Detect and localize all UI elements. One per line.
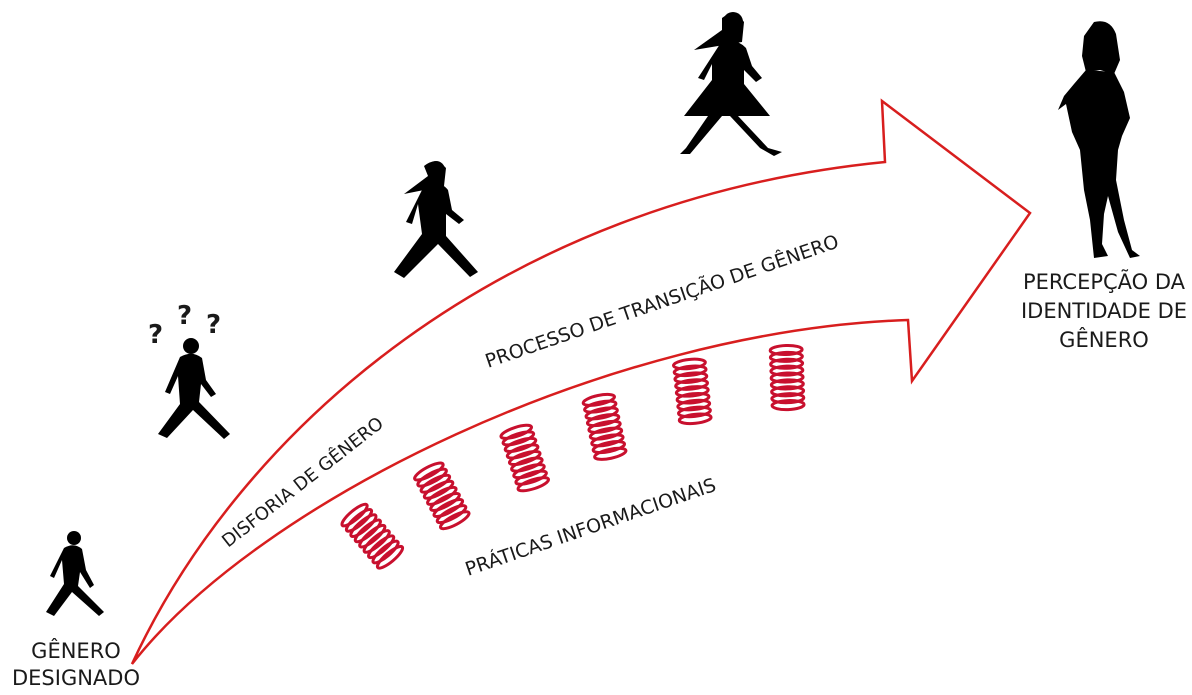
woman-walking-figure: [680, 12, 782, 156]
practices-label: PRÁTICAS INFORMACIONAIS: [462, 473, 719, 581]
question-mark-2: ?: [177, 301, 192, 331]
start-label: GÊNERO DESIGNADO: [10, 638, 142, 692]
spring-5: [673, 358, 712, 425]
spring-3: [500, 423, 550, 494]
spring-6: [770, 345, 804, 410]
spring-1: [339, 501, 405, 571]
man-walking-figure: [46, 531, 104, 616]
spring-4: [582, 392, 627, 461]
transition-arrow: [132, 101, 1030, 664]
woman-standing-figure: [1058, 21, 1140, 258]
question-mark-1: ?: [148, 320, 163, 350]
questioning-person-figure: [158, 338, 230, 439]
transitioning-person-figure: [394, 161, 478, 278]
spring-2: [413, 460, 471, 532]
end-label: PERCEPÇÃO DA IDENTIDADE DE GÊNERO: [1016, 268, 1192, 355]
question-mark-3: ?: [206, 310, 221, 340]
